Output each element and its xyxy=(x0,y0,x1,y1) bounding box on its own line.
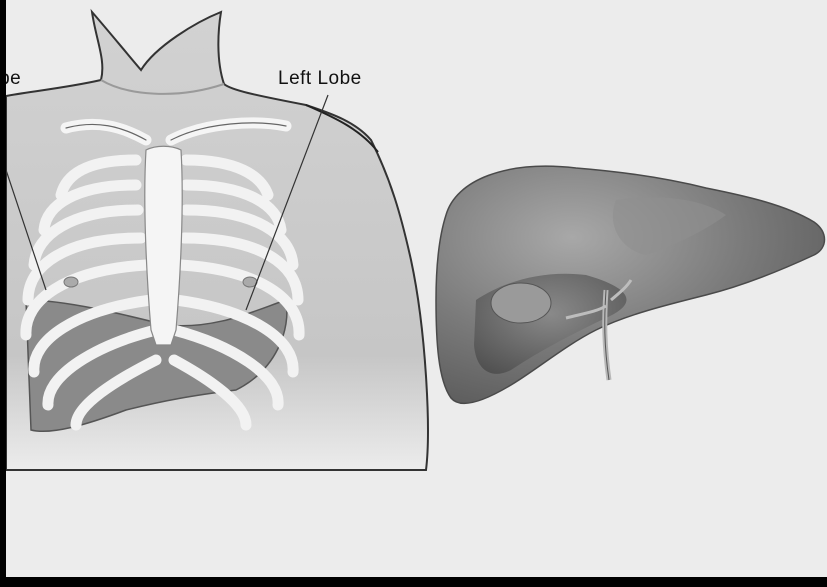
left-lobe-label: Left Lobe xyxy=(278,68,362,90)
image-bottom-border xyxy=(0,577,827,587)
anatomy-figure: obe Left Lobe xyxy=(6,0,827,577)
illustration-canvas xyxy=(6,0,827,577)
gallbladder xyxy=(491,283,551,323)
right-lobe-label: obe xyxy=(6,68,21,90)
liver xyxy=(436,166,825,403)
sternum xyxy=(145,146,182,345)
